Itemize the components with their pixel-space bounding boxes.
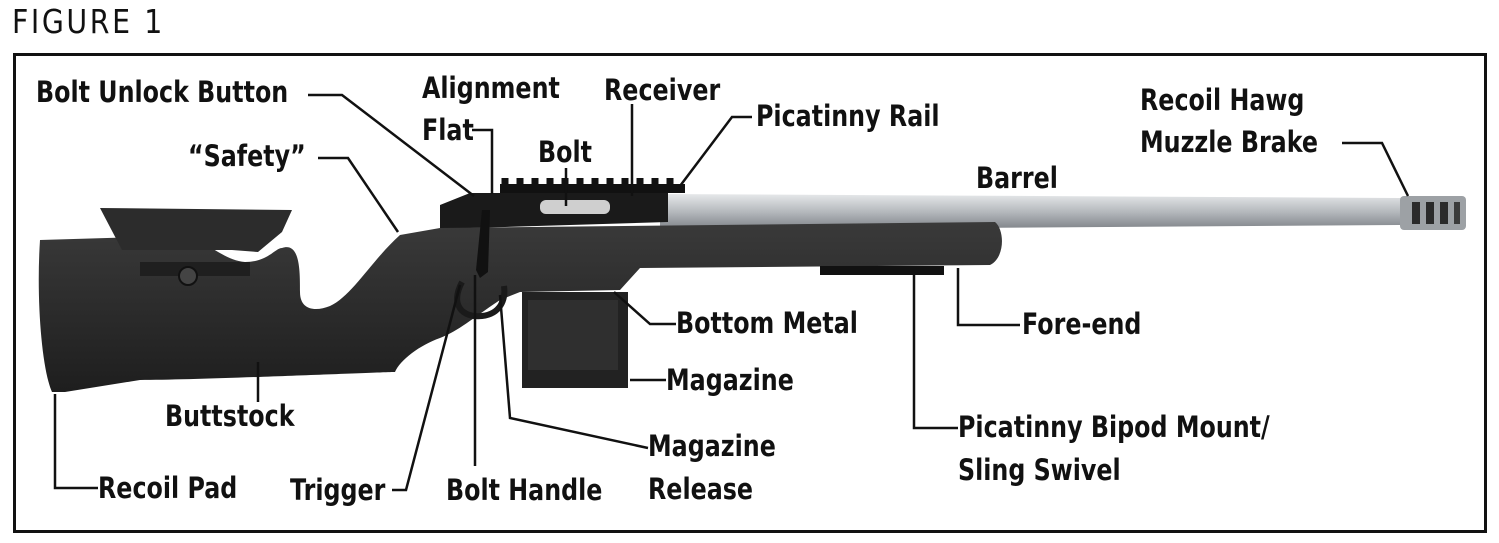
label-magazine-release-1: Magazine: [648, 429, 776, 463]
label-bipod-mount: Picatinny Bipod Mount/: [958, 410, 1270, 444]
muzzle-brake: [1400, 196, 1466, 230]
label-magazine-release-2: Release: [648, 472, 754, 506]
label-bolt-handle: Bolt Handle: [446, 473, 603, 507]
leader-fore-end: [956, 268, 1020, 327]
label-fore-end: Fore-end: [1022, 307, 1142, 341]
cheek-rest: [100, 208, 292, 252]
leader-bipod: [912, 275, 958, 430]
label-trigger: Trigger: [290, 473, 386, 507]
label-sling-swivel: Sling Swivel: [958, 453, 1121, 487]
bipod-rail: [820, 266, 944, 275]
label-receiver: Receiver: [604, 73, 721, 107]
label-bolt-unlock-button: Bolt Unlock Button: [36, 75, 289, 109]
adjustment-knob: [178, 266, 198, 286]
bolt-handle: [476, 210, 490, 278]
label-barrel: Barrel: [976, 161, 1058, 195]
leader-alignment-flat: [472, 128, 494, 194]
picatinny-rail: [500, 178, 685, 193]
label-recoil-pad: Recoil Pad: [98, 471, 238, 505]
leader-recoil-pad: [53, 394, 98, 490]
leader-bottom-metal: [613, 291, 676, 326]
leader-picatinny-rail: [679, 115, 752, 187]
leader-safety: [318, 156, 400, 233]
leader-trigger: [392, 284, 462, 492]
label-safety: “Safety”: [188, 139, 306, 173]
label-recoil-hawg: Recoil Hawg: [1140, 83, 1305, 117]
label-picatinny-rail: Picatinny Rail: [756, 99, 940, 133]
leader-lines: [53, 93, 1410, 492]
label-muzzle-brake: Muzzle Brake: [1140, 125, 1319, 159]
label-buttstock: Buttstock: [165, 399, 295, 433]
barrel: [660, 194, 1405, 230]
stock: [38, 222, 1002, 392]
leader-bolt-unlock: [308, 93, 475, 197]
figure-title: FIGURE 1: [12, 2, 165, 41]
leader-muzzle-brake: [1342, 141, 1410, 197]
label-flat: Flat: [422, 113, 474, 147]
label-magazine: Magazine: [666, 363, 794, 397]
label-alignment: Alignment: [422, 71, 560, 105]
bolt: [540, 200, 610, 214]
label-bottom-metal: Bottom Metal: [676, 306, 858, 340]
leader-magazine-release: [498, 294, 649, 450]
label-bolt: Bolt: [538, 135, 592, 169]
